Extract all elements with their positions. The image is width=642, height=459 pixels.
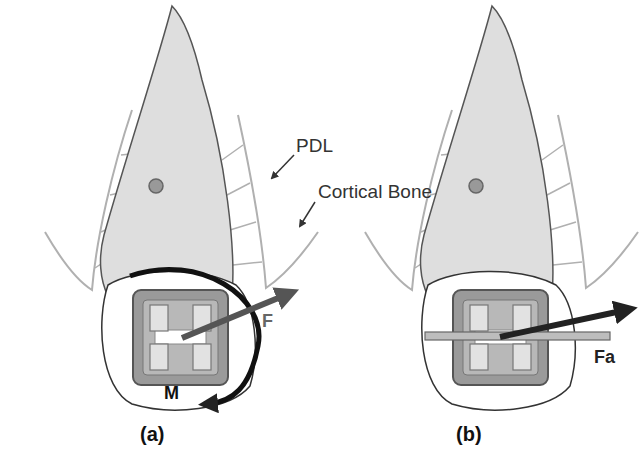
part-label: PDL	[296, 136, 333, 155]
part-label: Cortical Bone	[318, 182, 432, 201]
panel-label: (b)	[456, 424, 482, 444]
moment-label: M	[164, 384, 179, 402]
panel-label: (a)	[140, 424, 164, 444]
force-label: Fa	[594, 348, 615, 366]
force-label: F	[262, 312, 273, 330]
